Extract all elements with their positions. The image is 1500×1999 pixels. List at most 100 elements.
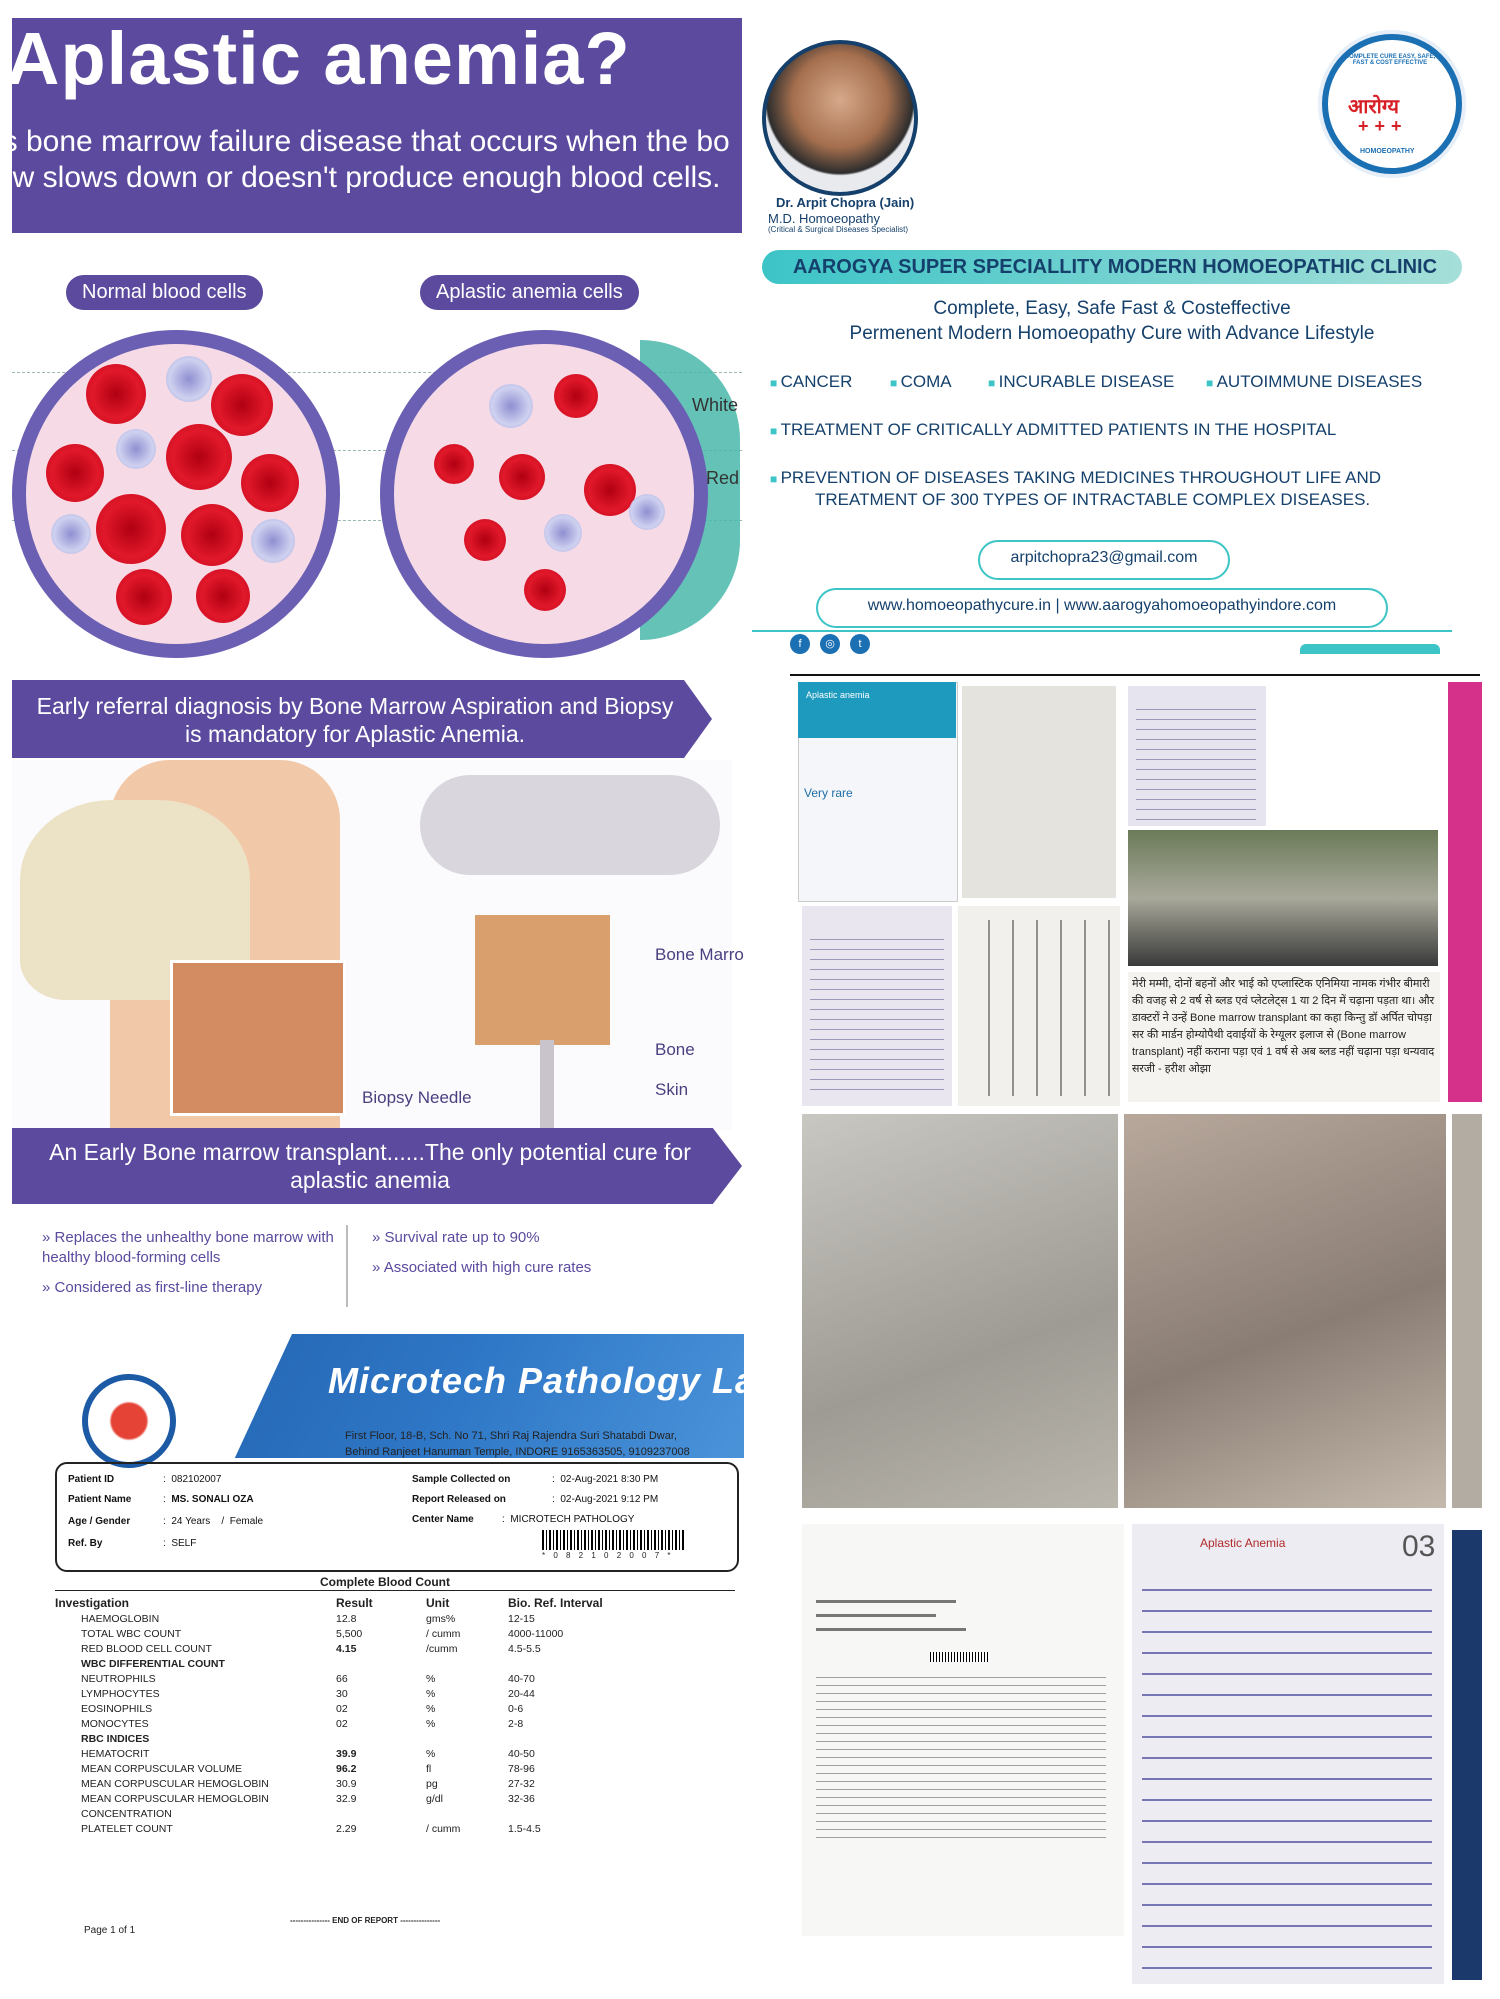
aplastic-anemia-cells-illustration bbox=[380, 330, 708, 658]
section-header-row: WBC DIFFERENTIAL COUNT bbox=[81, 1657, 225, 1670]
red-cell bbox=[464, 519, 506, 561]
guide-line bbox=[12, 520, 742, 521]
patients-photo bbox=[1128, 830, 1438, 966]
clinic-logo bbox=[1322, 34, 1462, 174]
barcode bbox=[542, 1530, 684, 1550]
newspaper-clipping bbox=[802, 1114, 1118, 1508]
infographic-subtitle: is bone marrow failure disease that occu… bbox=[0, 124, 730, 196]
column-header: Unit bbox=[426, 1595, 450, 1610]
facebook-icon[interactable]: f bbox=[790, 634, 810, 654]
newspaper-strip bbox=[1448, 682, 1482, 1102]
clinic-tagline-1: Complete, Easy, Safe Fast & Costeffectiv… bbox=[933, 298, 1291, 319]
patient-illustration bbox=[420, 775, 720, 875]
doctor-banner-edge bbox=[1452, 1530, 1482, 1980]
table-header-row: Investigation Result Unit Bio. Ref. Inte… bbox=[55, 1594, 735, 1611]
logo-ring-text: COMPLETE CURE EASY, SAFE, FAST & COST EF… bbox=[1344, 54, 1436, 66]
report-title: Complete Blood Count bbox=[320, 1575, 450, 1589]
clinic-tagline-2: Permenent Modern Homoeopathy Cure with A… bbox=[849, 323, 1375, 344]
lab-address-line-1: First Floor, 18-B, Sch. No 71, Shri Raj … bbox=[345, 1430, 677, 1442]
service-item-continued: TREATMENT OF 300 TYPES OF INTRACTABLE CO… bbox=[815, 490, 1371, 509]
doctor-speciality: (Critical & Surgical Diseases Specialist… bbox=[768, 225, 909, 234]
service-item: AUTOIMMUNE DISEASES bbox=[1206, 372, 1423, 392]
testimonial-text-box bbox=[1128, 972, 1440, 1102]
guide-line bbox=[12, 450, 742, 451]
instagram-icon[interactable]: ◎ bbox=[820, 634, 840, 654]
white-cell bbox=[544, 514, 582, 552]
red-cell bbox=[116, 569, 172, 625]
infographic-title: Aplastic anemia? bbox=[6, 17, 631, 100]
subtitle-line-1: is bone marrow failure disease that occu… bbox=[0, 125, 730, 158]
red-cell bbox=[211, 374, 273, 436]
white-cell bbox=[251, 519, 295, 563]
report-barcode bbox=[930, 1652, 990, 1662]
red-cell bbox=[524, 569, 566, 611]
column-header: Investigation bbox=[55, 1595, 130, 1610]
divider bbox=[790, 674, 1480, 676]
red-cell bbox=[196, 569, 250, 623]
cbc-table: Investigation Result Unit Bio. Ref. Inte… bbox=[55, 1594, 735, 1836]
report-released-row: Report Released on: 02-Aug-2021 9:12 PM bbox=[412, 1494, 659, 1505]
criteria-text-lines bbox=[966, 920, 1112, 1096]
red-cell bbox=[554, 374, 598, 418]
end-of-report: --------------- END OF REPORT ----------… bbox=[290, 1916, 441, 1925]
service-item: PREVENTION OF DISEASES TAKING MEDICINES … bbox=[770, 468, 1381, 488]
phone-rare-label: Very rare bbox=[804, 786, 853, 800]
email-link[interactable]: arpitchopra23@gmail.com bbox=[1010, 549, 1198, 566]
subtitle-line-2: ow slows down or doesn't produce enough … bbox=[0, 161, 721, 194]
red-cell bbox=[434, 444, 474, 484]
diary-lines bbox=[810, 930, 944, 1090]
transplant-banner bbox=[12, 1128, 742, 1204]
page-number: Page 1 of 1 bbox=[84, 1925, 136, 1936]
bone-marrow-closeup bbox=[170, 960, 346, 1116]
accent-bar bbox=[1300, 644, 1440, 654]
normal-cells-label: Normal blood cells bbox=[66, 275, 263, 310]
ref-by-row: Ref. By: SELF bbox=[68, 1538, 197, 1549]
bullet-item: » Replaces the unhealthy bone marrow wit… bbox=[42, 1229, 334, 1266]
column-header: Result bbox=[336, 1595, 373, 1610]
red-cell bbox=[166, 424, 232, 490]
patient-info-box bbox=[55, 1462, 739, 1572]
diary-lines bbox=[1136, 700, 1256, 820]
patient-id-row: Patient ID: 082102007 bbox=[68, 1474, 222, 1485]
website-links[interactable]: www.homoeopathycure.in | www.aarogyahomo… bbox=[867, 597, 1337, 614]
white-cells-label: White bbox=[692, 395, 739, 415]
clinic-name-bar bbox=[762, 250, 1462, 284]
guide-line bbox=[12, 372, 742, 373]
website-pill bbox=[816, 588, 1388, 628]
report-text-line bbox=[816, 1614, 936, 1617]
lab-logo-icon bbox=[82, 1374, 176, 1468]
clinic-name: AAROGYA SUPER SPECIALLITY MODERN HOMOEOP… bbox=[792, 256, 1438, 278]
divider bbox=[346, 1225, 348, 1307]
lab-address-line-2: Behind Ranjeet Hanuman Temple, INDORE 91… bbox=[345, 1446, 690, 1458]
twitter-icon[interactable]: t bbox=[850, 634, 870, 654]
report-table-lines bbox=[816, 1670, 1106, 1840]
normal-blood-cells-illustration bbox=[12, 330, 340, 658]
white-cell bbox=[51, 514, 91, 554]
bullet-item: » Associated with high cure rates bbox=[372, 1259, 592, 1276]
email-pill bbox=[978, 540, 1230, 580]
patient-name-row: Patient Name: MS. SONALI OZA bbox=[68, 1494, 254, 1505]
biopsy-needle-illustration bbox=[540, 1040, 554, 1140]
center-name-row: Center Name: MICROTECH PATHOLOGY bbox=[412, 1514, 635, 1525]
infographic-header bbox=[12, 18, 742, 233]
red-cell bbox=[181, 504, 243, 566]
biopsy-needle-label: Biopsy Needle bbox=[362, 1088, 472, 1107]
bullet-item: » Survival rate up to 90% bbox=[372, 1229, 540, 1246]
white-cell bbox=[629, 494, 665, 530]
bone-layer-illustration bbox=[475, 915, 610, 1045]
red-cell bbox=[96, 494, 166, 564]
doctor-degree: M.D. Homoeopathy bbox=[768, 211, 880, 226]
service-item: TREATMENT OF CRITICALLY ADMITTED PATIENT… bbox=[770, 420, 1337, 440]
service-item: COMA bbox=[890, 372, 952, 392]
section-header-row: RBC INDICES bbox=[81, 1732, 150, 1745]
divider bbox=[55, 1590, 735, 1591]
barcode-number: * 0 8 2 1 0 2 0 0 7 * bbox=[542, 1551, 674, 1560]
table-row: CONCENTRATION bbox=[81, 1807, 172, 1820]
